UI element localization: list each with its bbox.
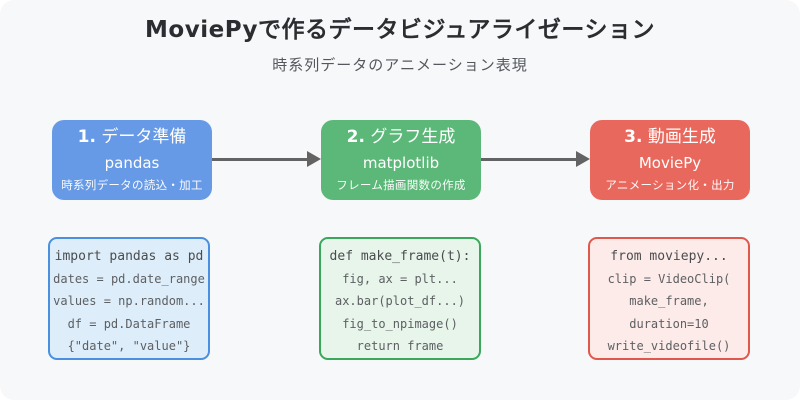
code-snippet-moviepy: from moviepy... clip = VideoClip( make_f… — [588, 237, 750, 360]
step-number: 2. — [346, 127, 365, 148]
code-line: duration=10 — [629, 316, 709, 331]
code-line: ax.bar(plot_df...) — [334, 294, 466, 309]
step-label: データ準備 — [101, 127, 187, 148]
step-heading: 3. 動画生成 — [624, 127, 716, 147]
step-number: 3. — [624, 127, 643, 148]
step-library: MoviePy — [638, 153, 702, 172]
step-description: アニメーション化・出力 — [605, 177, 735, 192]
title-brand-text: MoviePy — [145, 17, 258, 43]
arrow-shaft — [481, 157, 581, 161]
code-snippet-matplotlib: def make_frame(t): fig, ax = plt... ax.b… — [319, 237, 481, 360]
code-snippet-pandas: import pandas as pd dates = pd.date_rang… — [48, 237, 210, 360]
step-library: matplotlib — [362, 153, 440, 172]
step-heading: 1. データ準備 — [78, 127, 187, 147]
code-line: fig_to_npimage() — [342, 316, 458, 331]
code-line: make_frame, — [629, 294, 709, 309]
code-line: def make_frame(t): — [329, 249, 471, 264]
code-line: values = np.random... — [53, 294, 205, 309]
arrow-right-icon — [307, 151, 321, 167]
step-description: フレーム描画関数の作成 — [336, 177, 466, 192]
page-subtitle: 時系列データのアニメーション表現 — [272, 55, 528, 74]
flow-step-video-gen: 3. 動画生成 MoviePy アニメーション化・出力 — [590, 120, 750, 200]
arrow-shaft — [212, 157, 312, 161]
header: MoviePyで作るデータビジュアライゼーション 時系列データのアニメーション表… — [0, 16, 800, 75]
code-line: return frame — [356, 338, 444, 353]
step-heading: 2. グラフ生成 — [347, 127, 456, 147]
code-line: from moviepy... — [610, 249, 728, 264]
arrow-right-icon — [576, 151, 590, 167]
code-line: dates = pd.date_range — [53, 272, 205, 287]
page-title: MoviePyで作るデータビジュアライゼーション — [0, 16, 800, 45]
flow-step-data-prep: 1. データ準備 pandas 時系列データの読込・加工 — [52, 120, 212, 200]
code-line: write_videofile() — [607, 338, 731, 353]
title-rest-text: で作るデータビジュアライゼーション — [257, 17, 655, 43]
code-line: {"date", "value"} — [67, 338, 191, 353]
code-line: import pandas as pd — [54, 249, 204, 264]
step-library: pandas — [104, 153, 160, 172]
flow-arrow-1 — [212, 151, 321, 167]
step-label: 動画生成 — [647, 127, 716, 148]
step-description: 時系列データの読込・加工 — [61, 177, 203, 192]
code-line: fig, ax = plt... — [342, 272, 458, 287]
code-line: clip = VideoClip( — [607, 272, 731, 287]
code-line: df = pd.DataFrame — [67, 316, 191, 331]
flow-arrow-2 — [481, 151, 590, 167]
flow-step-graph-gen: 2. グラフ生成 matplotlib フレーム描画関数の作成 — [321, 120, 481, 200]
step-number: 1. — [77, 127, 96, 148]
step-label: グラフ生成 — [370, 127, 456, 148]
